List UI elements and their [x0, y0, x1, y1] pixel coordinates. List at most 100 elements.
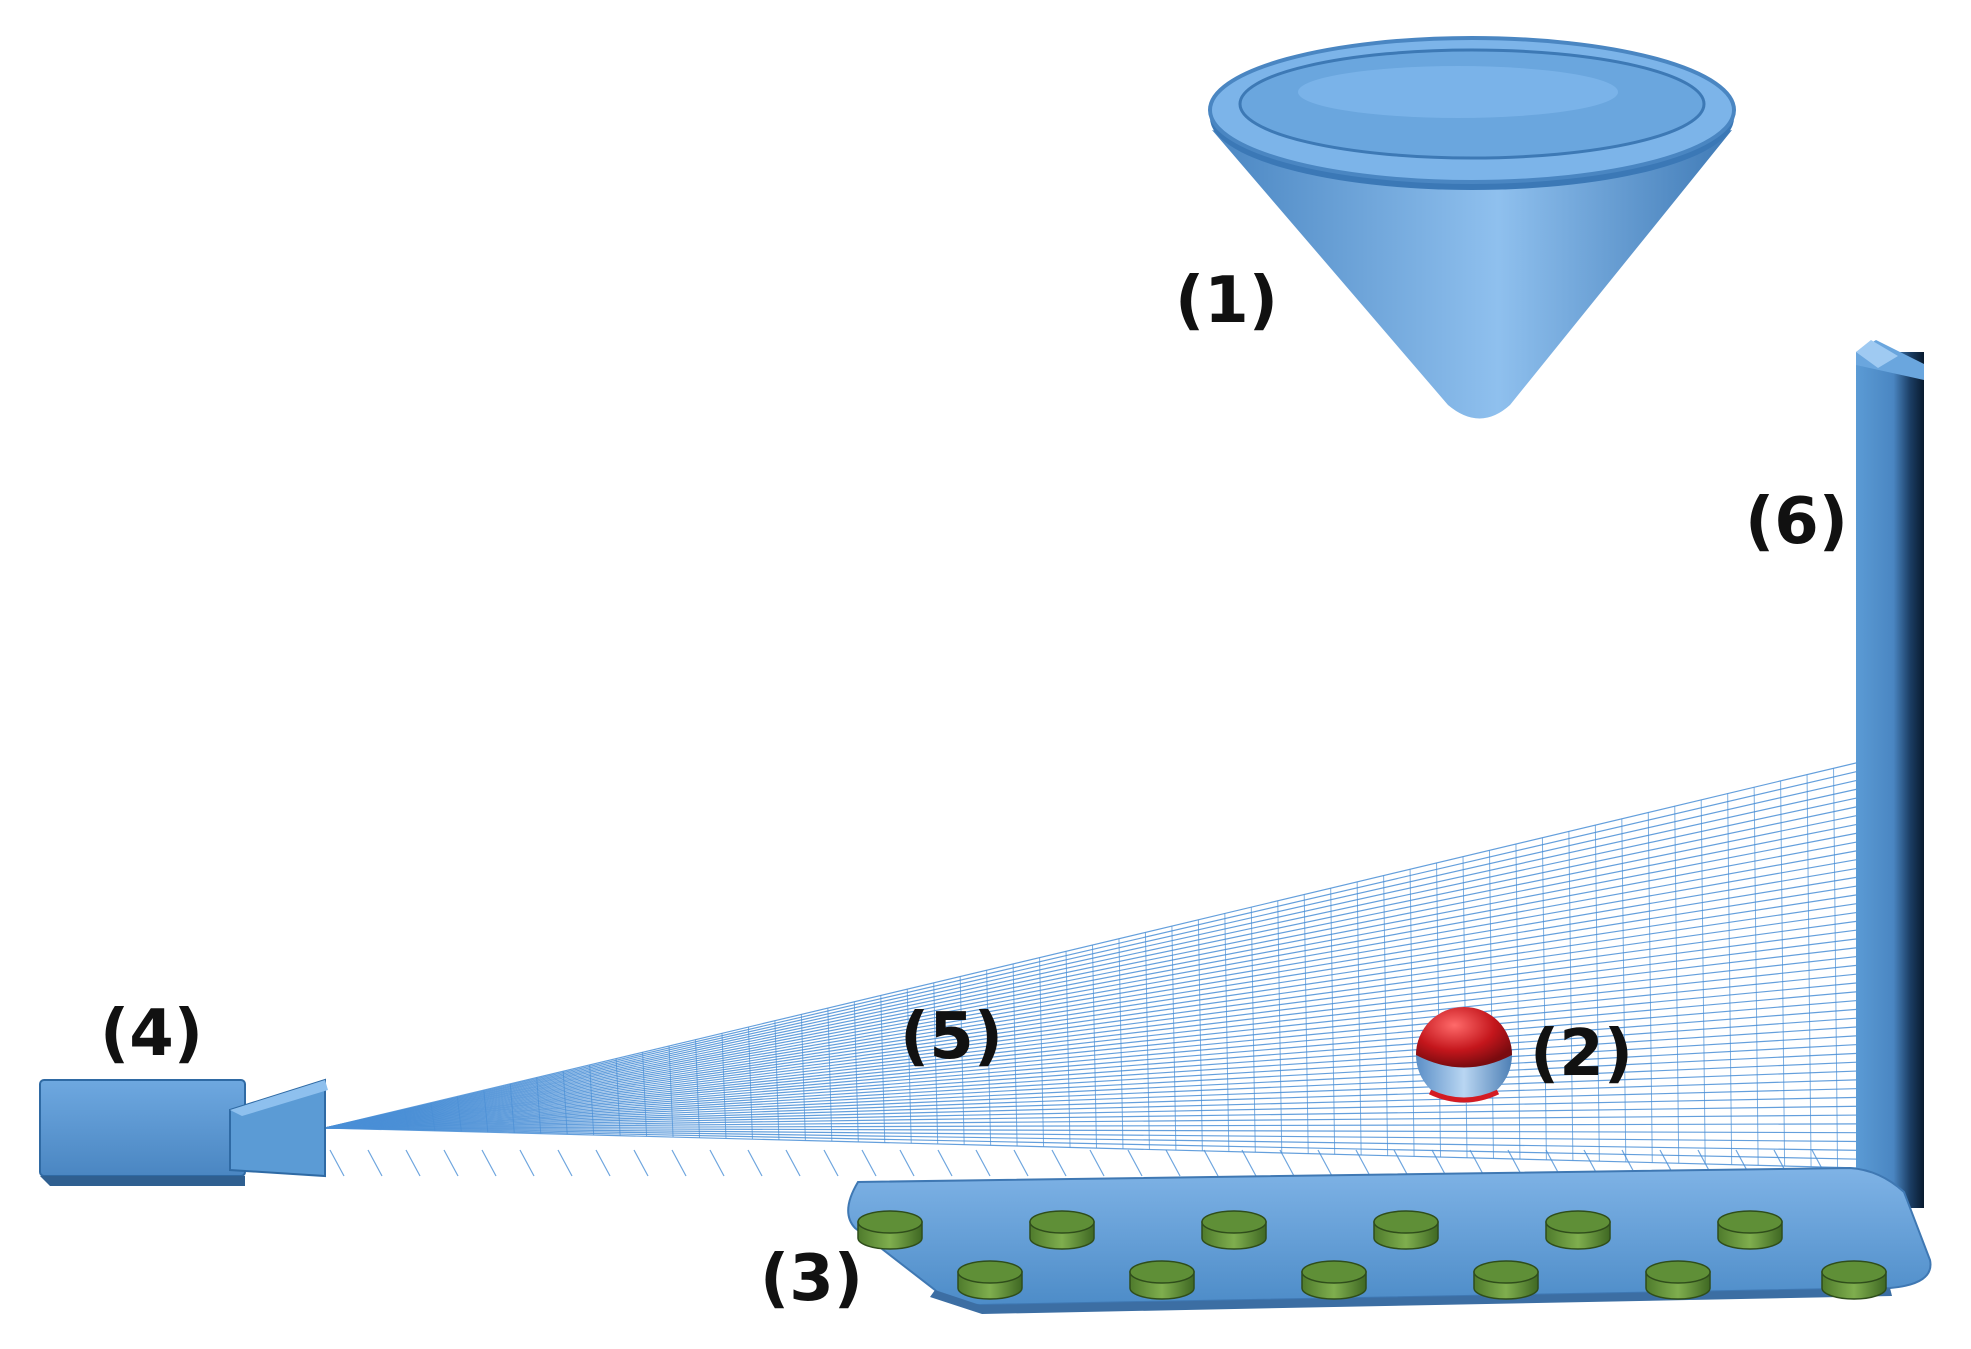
fringe-line — [853, 1001, 859, 1142]
fringe-line — [1541, 837, 1547, 1160]
floor-grid-line — [1393, 1149, 1409, 1177]
fringe-line — [774, 1020, 780, 1140]
hopper-funnel — [1208, 36, 1736, 419]
fringe-line — [1488, 850, 1494, 1159]
fringe-ray — [324, 849, 1861, 1129]
projected-fringe-grid — [324, 761, 1865, 1177]
fringe-ray — [324, 893, 1861, 1129]
floor-grid-line — [1013, 1149, 1029, 1177]
fringe-line — [403, 1108, 409, 1131]
label-fringe-pattern: (5) — [900, 1000, 1003, 1074]
pellet-row — [857, 1210, 1887, 1300]
fringe-line — [906, 989, 912, 1144]
floor-grid-line — [671, 1149, 687, 1177]
fringe-ray — [324, 937, 1861, 1129]
pellet — [1645, 1260, 1711, 1300]
fringe-line — [430, 1102, 436, 1131]
fringe-line — [1833, 768, 1839, 1168]
fringe-line — [642, 1052, 648, 1137]
floor-grid-line — [595, 1149, 611, 1177]
fringe-line — [800, 1014, 806, 1141]
fringe-ray — [324, 1061, 1861, 1129]
fringe-ray — [324, 1008, 1861, 1129]
fringe-line — [1806, 774, 1812, 1167]
fringe-ray — [324, 973, 1861, 1129]
fringe-line — [456, 1096, 462, 1132]
pellet — [1301, 1260, 1367, 1300]
fringe-line — [1674, 806, 1680, 1164]
fringe-line — [695, 1039, 701, 1138]
fringe-line — [1039, 957, 1045, 1147]
fringe-line — [1171, 926, 1177, 1151]
floor-grid-line — [937, 1149, 953, 1177]
falling-sphere — [1416, 1007, 1512, 1103]
floor-grid-line — [1051, 1149, 1067, 1177]
fringe-line — [1647, 812, 1653, 1163]
floor-grid-line — [861, 1149, 877, 1177]
floor-grid-line — [405, 1149, 421, 1177]
fringe-line — [1144, 932, 1150, 1150]
fringe-ray — [324, 946, 1861, 1129]
fringe-line — [1224, 913, 1230, 1152]
fringe-line — [562, 1071, 568, 1135]
fringe-line — [1303, 894, 1309, 1154]
fringe-line — [959, 976, 965, 1145]
fringe-ray — [324, 911, 1861, 1129]
fringe-line — [1409, 869, 1415, 1157]
fringe-line — [986, 970, 992, 1146]
fringe-line — [1012, 963, 1018, 1146]
fringe-ray — [324, 1127, 1861, 1169]
fringe-line — [1700, 799, 1706, 1164]
pellet — [1201, 1210, 1267, 1250]
floor-grid-line — [1317, 1149, 1333, 1177]
fringe-line — [1515, 844, 1521, 1160]
floor-grid-line — [1127, 1149, 1143, 1177]
fringe-line — [1330, 888, 1336, 1155]
pellet — [1129, 1260, 1195, 1300]
fringe-ray — [324, 1114, 1861, 1129]
fringe-line — [1118, 938, 1124, 1149]
floor-grid-line — [1203, 1149, 1219, 1177]
fringe-line — [351, 1121, 356, 1129]
fringe-ray — [324, 1026, 1861, 1129]
fringe-ray — [324, 823, 1861, 1129]
floor-grid-line — [557, 1149, 573, 1177]
pellet — [1473, 1260, 1539, 1300]
fringe-line — [615, 1058, 621, 1136]
fringe-ray — [324, 884, 1861, 1129]
pellet — [1029, 1210, 1095, 1250]
fringe-line — [1594, 825, 1600, 1162]
fringe-ray — [324, 832, 1861, 1129]
label-sphere: (2) — [1530, 1017, 1633, 1091]
floor-grid-line — [975, 1149, 991, 1177]
fringe-ray — [324, 964, 1861, 1129]
label-projector: (4) — [100, 997, 203, 1071]
floor-grid-line — [633, 1149, 649, 1177]
floor-grid-line — [329, 1149, 345, 1177]
fringe-ray — [324, 982, 1861, 1129]
fringe-ray — [324, 867, 1861, 1129]
floor-grid-line — [747, 1149, 763, 1177]
fringe-ray — [324, 876, 1861, 1129]
floor-grid-line — [1089, 1149, 1105, 1177]
floor-grid-line — [481, 1149, 497, 1177]
fringe-ray — [324, 1127, 1861, 1134]
floor-grid-line — [1355, 1149, 1371, 1177]
fringe-line — [933, 982, 939, 1144]
floor-grid-line — [785, 1149, 801, 1177]
fringe-ray — [324, 1105, 1861, 1129]
fringe-line — [747, 1027, 753, 1140]
fringe-ray — [324, 1043, 1861, 1129]
fringe-line — [1356, 881, 1362, 1155]
fringe-line — [1621, 818, 1627, 1162]
fringe-ray — [324, 1070, 1861, 1129]
fringe-line — [377, 1115, 383, 1130]
pellet — [1373, 1210, 1439, 1250]
fringe-ray — [324, 902, 1861, 1129]
floor-grid-line — [1279, 1149, 1295, 1177]
fringe-line — [483, 1090, 489, 1133]
floor-grid-line — [367, 1149, 383, 1177]
pellet — [957, 1260, 1023, 1300]
fringe-line — [880, 995, 886, 1143]
